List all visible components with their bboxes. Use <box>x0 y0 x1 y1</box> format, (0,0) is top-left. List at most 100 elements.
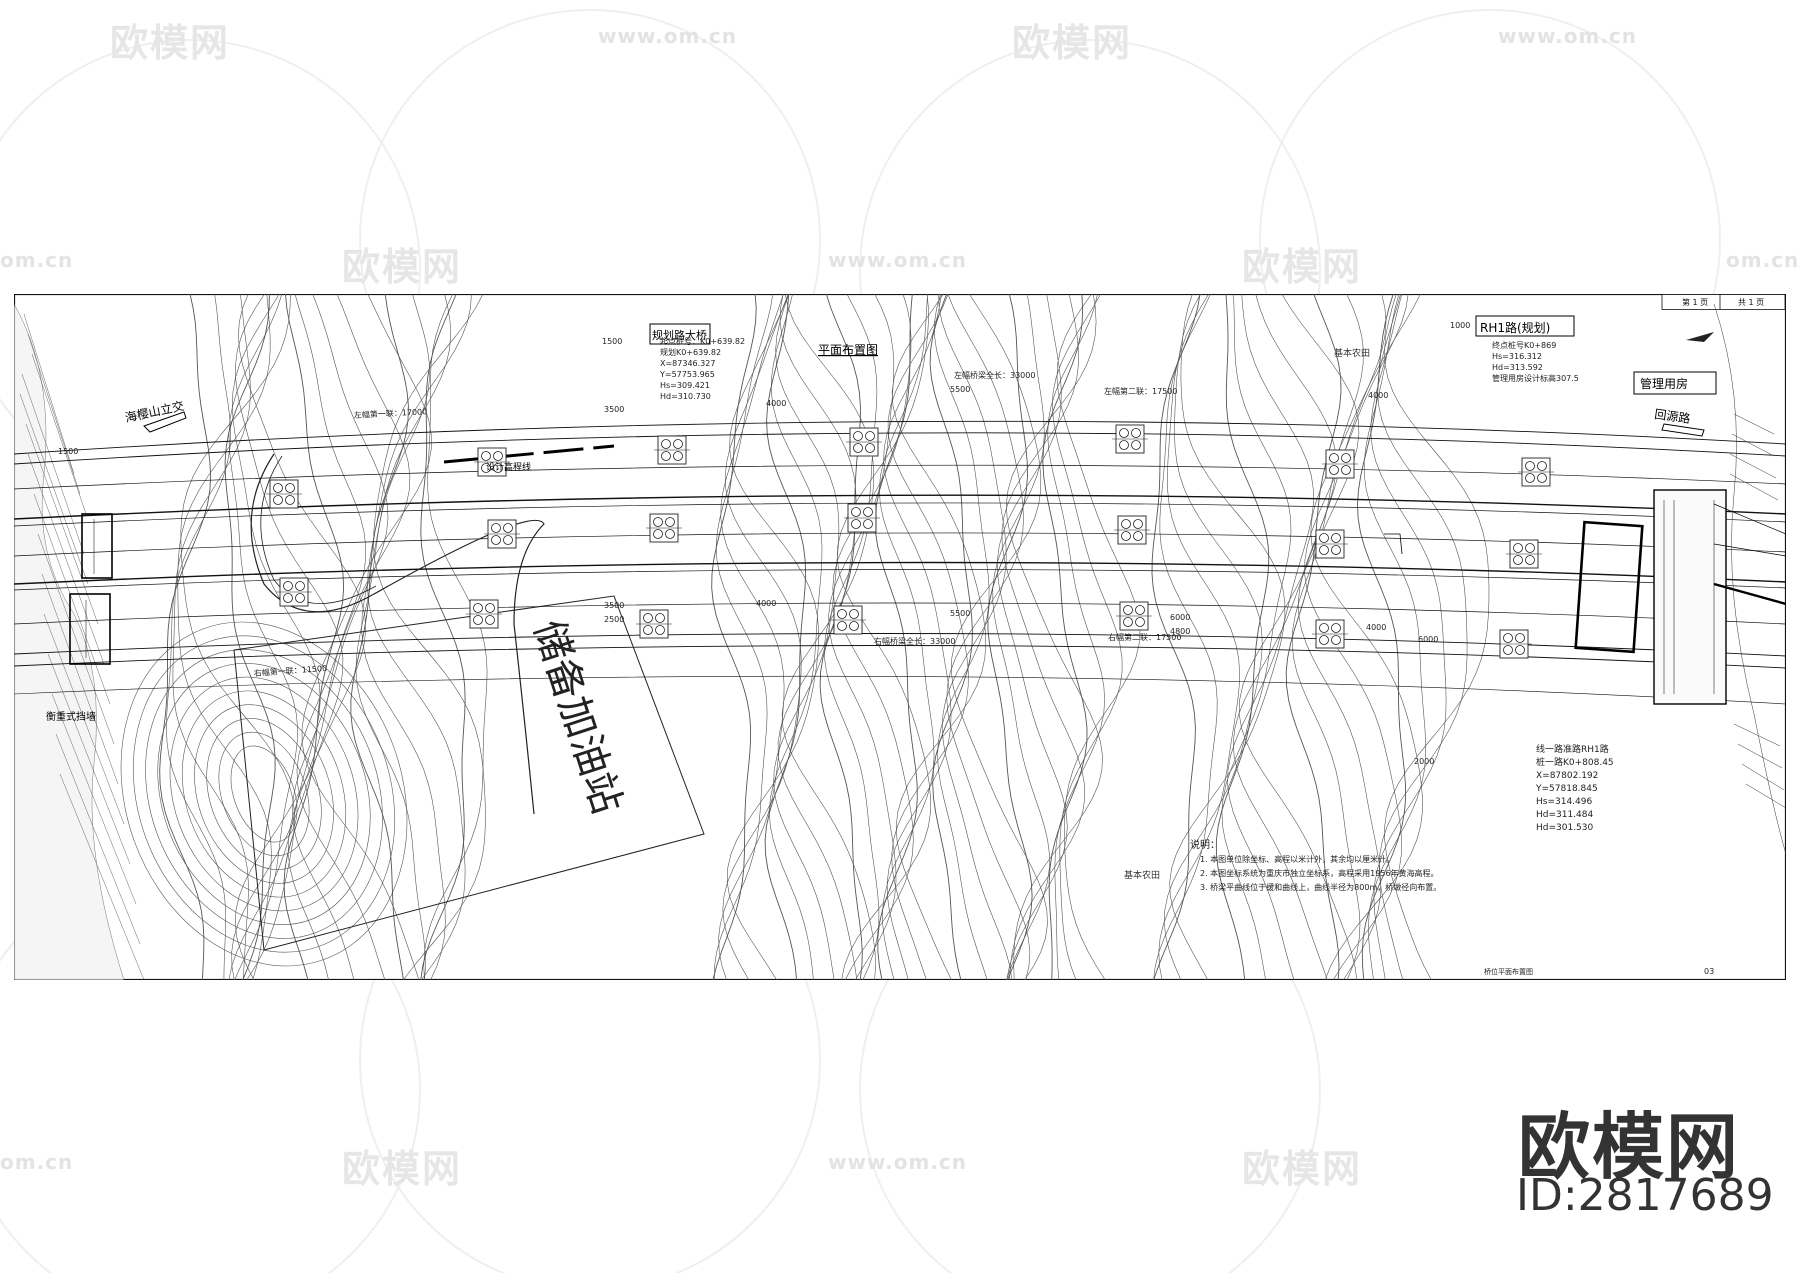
watermark-url: www.om.cn <box>1498 24 1638 48</box>
coord-line: 管理用房设计标高307.5 <box>1492 373 1579 383</box>
contour-line <box>234 294 367 980</box>
coord-line: 规划K0+639.82 <box>660 347 721 357</box>
dimension-value: 4000 <box>1366 623 1386 632</box>
contour-line <box>1006 294 1103 980</box>
contour-line <box>987 294 1033 980</box>
contour-line <box>361 294 452 980</box>
contour-line <box>355 294 430 980</box>
contour-line <box>819 294 863 980</box>
contour-line <box>773 294 840 980</box>
access-road-curve-inner <box>260 455 377 604</box>
pier-icon <box>1112 424 1148 454</box>
sheet-title: 桥位平面布置图 <box>1484 967 1533 976</box>
contour-line <box>145 649 383 939</box>
contour-line <box>1227 294 1314 980</box>
watermark-logo: 欧模网 <box>1242 1147 1363 1191</box>
notes-title: 说明： <box>1190 838 1220 851</box>
total-label: 共 1 页 <box>1738 298 1764 307</box>
contour-line <box>423 294 488 980</box>
coord-line: 线一路准路RH1路 <box>1536 743 1609 755</box>
contour-line <box>1370 294 1447 980</box>
contour-line <box>874 294 918 980</box>
contour-line <box>883 294 952 980</box>
pier-icon <box>474 447 510 477</box>
watermark-url: om.cn <box>1726 248 1800 272</box>
watermark-logo: 欧模网 <box>1012 21 1133 65</box>
contour-line <box>132 635 396 953</box>
contour-line <box>946 294 1031 980</box>
contour-line <box>891 294 987 980</box>
right-abutment <box>1384 489 1786 705</box>
pier-icon <box>484 519 520 549</box>
mgmt-room-frame <box>1633 371 1717 395</box>
pier-icon <box>466 599 502 629</box>
contour-line <box>887 294 969 980</box>
contour-line <box>832 294 914 980</box>
brand-logo-text: 欧模网 <box>1518 1105 1741 1189</box>
dimension-value: 6000 <box>1418 635 1438 644</box>
contour-line <box>194 704 334 884</box>
contour-line <box>1232 294 1337 980</box>
coord-line: 终点桩号K0+869 <box>1492 340 1556 350</box>
watermark-url: om.cn <box>0 1150 74 1174</box>
contour-line <box>836 294 931 980</box>
contour-line <box>992 294 1050 980</box>
contour-line <box>1221 294 1292 980</box>
contour-line <box>1051 294 1123 980</box>
pier-icon <box>844 503 880 533</box>
watermark-url: www.om.cn <box>828 248 968 272</box>
contour-line <box>1363 294 1426 980</box>
dimension-value: 2000 <box>1414 757 1434 766</box>
contour-line <box>181 690 347 898</box>
contour-line <box>714 294 774 980</box>
contour-line <box>1291 294 1364 980</box>
coords-left-block: 起点桩号：K0+639.82 规划K0+639.82 X=87346.327 Y… <box>659 336 745 401</box>
title-block: 第 1 页 共 1 页 <box>1661 294 1786 310</box>
contour-line <box>283 294 345 980</box>
contour-line <box>1047 294 1106 980</box>
contour-line <box>711 294 757 980</box>
contour-line <box>764 294 807 980</box>
contour-line <box>1384 294 1490 980</box>
dimension-value: 3500 <box>604 405 624 414</box>
notes-block: 说明： 1. 本图单位除坐标、高程以米计外，其余均以厘米计。 2. 本图坐标系统… <box>1190 838 1441 892</box>
watermark-logo: 欧模网 <box>342 245 463 289</box>
contour-line <box>768 294 823 980</box>
design-line-segment <box>443 444 615 464</box>
watermark-logo: 欧模网 <box>342 1147 463 1191</box>
span-label: 右幅桥梁全长：33000 <box>874 636 955 646</box>
notes-line: 2. 本图坐标系统为重庆市独立坐标系，高程采用1956年黄海高程。 <box>1200 868 1439 878</box>
contour-line <box>206 718 322 870</box>
contour-line <box>350 294 409 980</box>
pier-icon <box>1114 515 1150 545</box>
pier-icon <box>1496 629 1532 659</box>
contour-line <box>824 294 880 980</box>
pier-icon <box>830 605 866 635</box>
coord-line: 桩一路K0+808.45 <box>1536 756 1614 768</box>
span-label: 左幅第一联：17000 <box>354 406 428 420</box>
contour-line <box>224 294 276 980</box>
span-label: 右幅第二联：17500 <box>1108 632 1181 642</box>
contour-line <box>1377 294 1468 980</box>
contour-line <box>296 294 411 980</box>
watermark-url: om.cn <box>0 248 74 272</box>
brand-id: ID:2817689 <box>1516 1170 1774 1221</box>
direction-arrow-right: 回源路 <box>1654 406 1705 437</box>
contour-line <box>177 294 272 980</box>
coord-line: 起点桩号：K0+639.82 <box>660 336 745 346</box>
coords-right-bottom-block: 线一路准路RH1路 桩一路K0+808.45 X=87802.192 Y=578… <box>1535 743 1614 833</box>
pier-icon <box>276 577 312 607</box>
pier-icon <box>646 513 682 543</box>
contour-line <box>781 294 876 980</box>
contour-line <box>934 294 990 980</box>
terrain-contours <box>120 294 1490 980</box>
contour-line <box>120 621 408 967</box>
pier-icon <box>1312 619 1348 649</box>
contour-line <box>938 294 1013 980</box>
contour-line <box>878 294 935 980</box>
contour-line <box>172 294 251 980</box>
dimension-value: 6000 <box>1170 613 1190 622</box>
pier-groups <box>266 424 1554 659</box>
basic-farmland-label: 基本农田 <box>1334 347 1370 359</box>
contour-line <box>228 294 321 980</box>
